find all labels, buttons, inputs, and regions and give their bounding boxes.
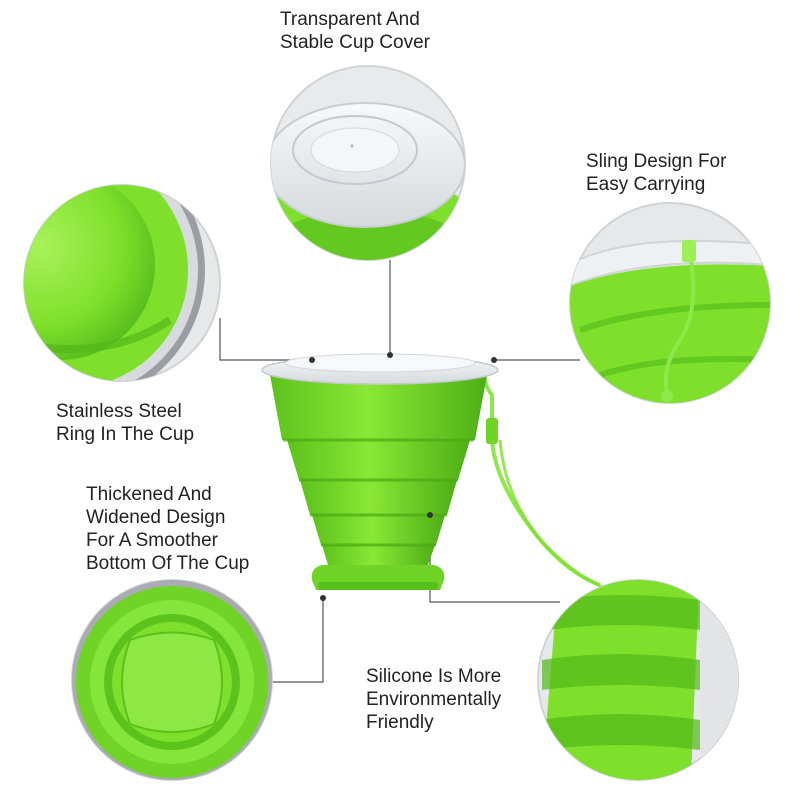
label-sling-design: Sling Design For Easy Carrying [586,150,726,196]
label-cup-cover-line-1: Transparent And [280,9,420,30]
label-steel-ring-line-1: Stainless Steel [56,401,182,422]
label-cup-bottom: Thickened And Widened Design For A Smoot… [86,483,249,575]
label-sling-design-line-2: Easy Carrying [586,174,706,195]
detail-circle-bottom [71,579,273,781]
callout-line-bottom [272,598,324,683]
detail-circle-sling [569,202,771,404]
label-cup-bottom-line-2: Widened Design [86,507,226,528]
label-silicone: Silicone Is More Environmentally Friendl… [366,665,501,734]
label-cup-cover: Transparent And Stable Cup Cover [280,8,430,54]
label-cup-cover-line-2: Stable Cup Cover [280,32,430,53]
callout-line-silicone [429,515,560,603]
label-cup-bottom-line-3: For A Smoother [86,530,219,551]
detail-circle-cover [270,65,466,261]
collapsible-cup [261,352,611,601]
label-sling-design-line-1: Sling Design For [586,151,727,172]
detail-circle-ring [23,184,221,382]
label-silicone-line-2: Environmentally [366,689,502,710]
label-silicone-line-3: Friendly [366,712,434,733]
callout-line-ring [219,318,310,361]
label-cup-bottom-line-4: Bottom Of The Cup [86,553,250,574]
label-steel-ring: Stainless Steel Ring In The Cup [56,400,194,446]
detail-circle-silicone [537,579,739,781]
label-silicone-line-1: Silicone Is More [366,666,502,687]
label-cup-bottom-line-1: Thickened And [86,484,212,505]
label-steel-ring-line-2: Ring In The Cup [56,424,195,445]
